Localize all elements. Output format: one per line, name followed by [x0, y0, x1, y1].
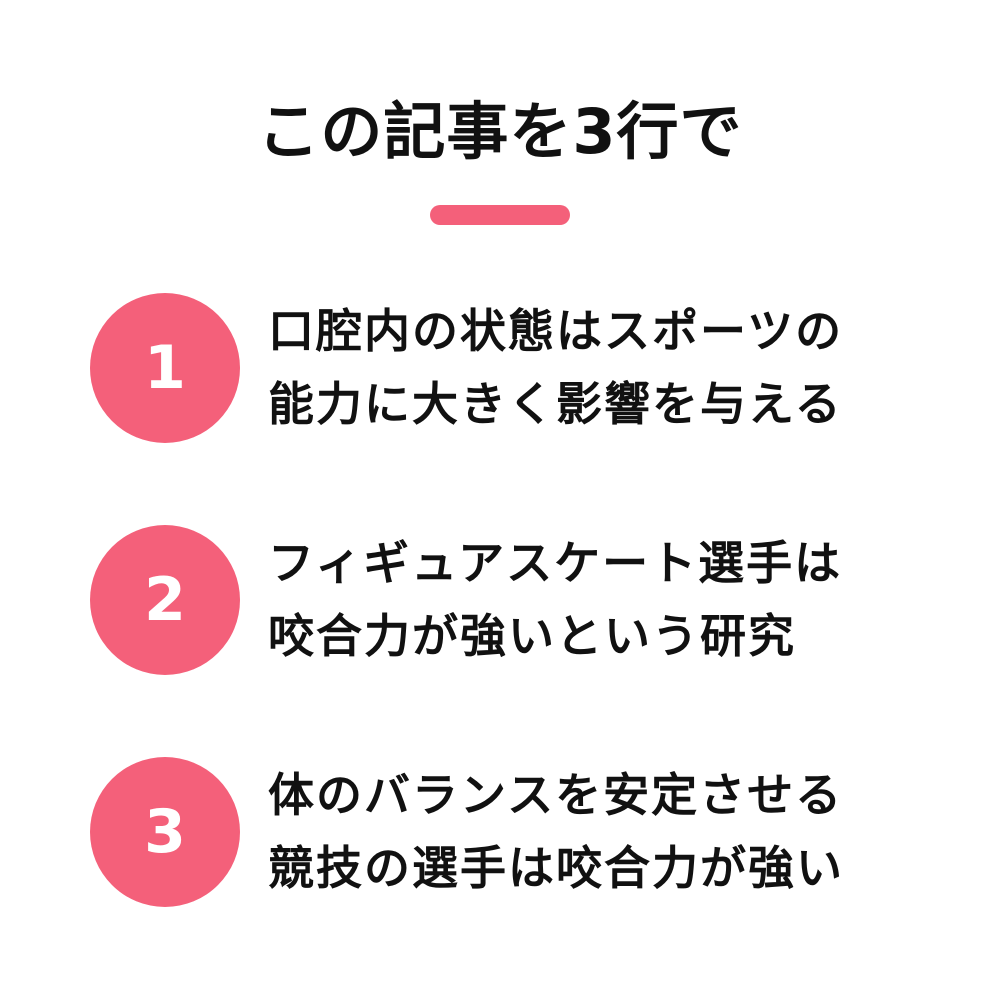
summary-text-3-line-2: 競技の選手は咬合力が強い [268, 841, 844, 895]
summary-text-1-line-1: 口腔内の状態はスポーツの [268, 304, 844, 358]
number-badge-1: 1 [90, 293, 240, 443]
summary-item-1: 1 口腔内の状態はスポーツの 能力に大きく影響を与える [90, 293, 950, 443]
summary-item-3: 3 体のバランスを安定させる 競技の選手は咬合力が強い [90, 757, 950, 907]
title-underline [430, 205, 570, 225]
summary-text-3-line-1: 体のバランスを安定させる [268, 768, 844, 822]
number-badge-3: 3 [90, 757, 240, 907]
summary-item-2: 2 フィギュアスケート選手は 咬合力が強いという研究 [90, 525, 950, 675]
summary-text-2-line-1: フィギュアスケート選手は [268, 536, 843, 590]
page-title: この記事を3行で [257, 95, 743, 168]
summary-text-1-line-2: 能力に大きく影響を与える [268, 377, 843, 431]
summary-text-3: 体のバランスを安定させる 競技の選手は咬合力が強い [268, 759, 948, 905]
number-badge-2: 2 [90, 525, 240, 675]
summary-text-2: フィギュアスケート選手は 咬合力が強いという研究 [268, 527, 948, 673]
summary-text-1: 口腔内の状態はスポーツの 能力に大きく影響を与える [268, 295, 948, 441]
summary-text-2-line-2: 咬合力が強いという研究 [268, 609, 796, 663]
